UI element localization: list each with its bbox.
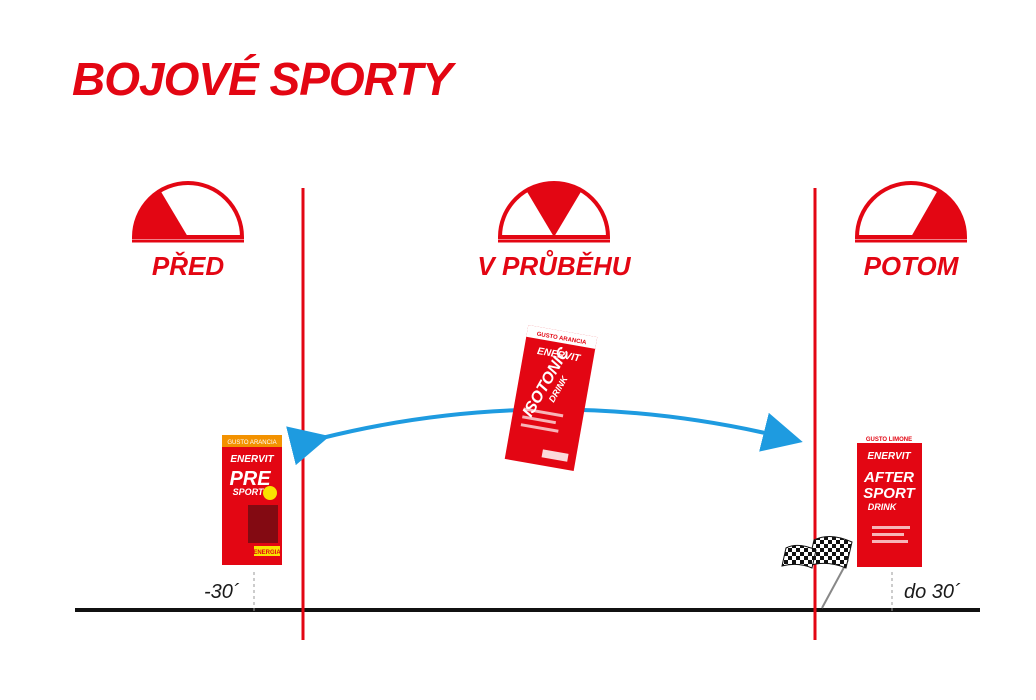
packet-name-line2: SPORT — [233, 487, 265, 497]
packet-flavor: GUSTO LIMONE — [866, 437, 912, 443]
time-label-after: do 30´ — [904, 581, 961, 603]
page-title: BOJOVÉ SPORTY — [72, 53, 453, 105]
packet-name-line2: SPORT — [863, 485, 916, 502]
packet-tag: ENERGIA — [253, 550, 281, 556]
gauge-icon — [497, 181, 611, 243]
packet-flavor: GUSTO ARANCIA — [227, 440, 276, 446]
product-packet-pre-sport: GUSTO ARANCIA ENERVIT PRE SPORT ENERGIA — [222, 435, 282, 565]
phase-label-before: PŘED — [152, 251, 224, 281]
gauge-icon — [854, 181, 968, 243]
time-label-before: -30´ — [204, 581, 240, 603]
packet-name-line1: PRE — [229, 468, 271, 490]
product-packet-after-sport-drink: GUSTO LIMONE ENERVIT AFTER SPORT DRINK — [857, 432, 922, 567]
checkered-flag-icon — [781, 536, 853, 609]
product-packet-isotonic-drink: GUSTO ARANCIA ENERVIT ISOTONIC DRINK — [504, 324, 598, 472]
packet-name-line1: AFTER — [863, 469, 914, 486]
packet-brand: ENERVIT — [230, 454, 274, 465]
phase-label-during: V PRŮBĚHU — [477, 249, 631, 281]
phase-label-after: POTOM — [864, 251, 960, 281]
packet-brand: ENERVIT — [867, 451, 911, 462]
gauge-icon — [131, 181, 245, 243]
packet-name-line3: DRINK — [868, 502, 898, 512]
